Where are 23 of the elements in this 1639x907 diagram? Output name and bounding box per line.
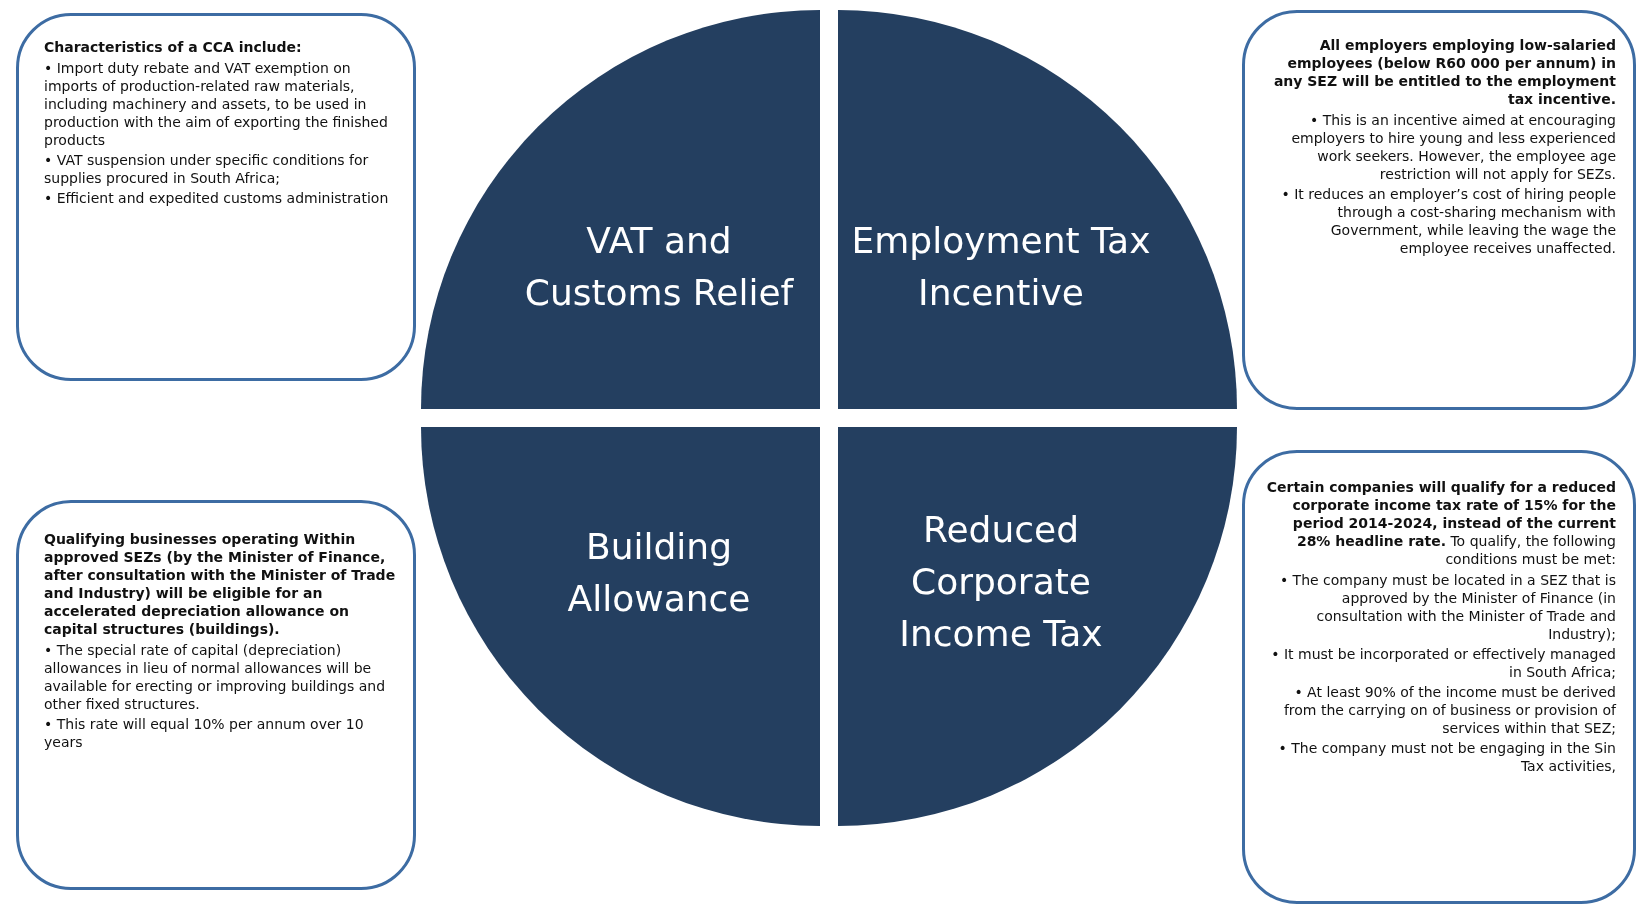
bullet-text: • VAT suspension under specific conditions for supplies procured in South Africa; [44, 151, 370, 187]
heading-text: Characteristics of a CCA include: [44, 38, 303, 56]
rounded-card [1242, 10, 1636, 410]
heading-text: All employers employing low-salaried employees (below R60 000 per annum) in any SEZ will be entitled to the employment tax incentive. [1272, 36, 1616, 108]
bullet-text: • This is an incentive aimed at encouraging employers to hire young and less experienced work seekers. However, the employee age restriction will not apply for SEZs. [1290, 111, 1616, 183]
rounded-card [16, 500, 416, 890]
quadrant-title: VAT and Customs Relief [523, 219, 795, 315]
quadrant-title: Building Allowance [566, 525, 752, 621]
heading-text: Qualifying businesses operating Within approved SEZs (by the Minister of Finance, after consultation with the Minister of Trade and Industry) will be eligible for an accelerated depreciation allowance on capital structures (buildings). [44, 530, 397, 638]
rounded-card [16, 13, 416, 381]
bullet-text: • It reduces an employer’s cost of hiring people through a cost-sharing mechanism with Government, while leaving the wage the employee receives unaffected. [1280, 185, 1616, 257]
bullet-text: • The company must not be engaging in the Sin Tax activities, [1277, 739, 1616, 775]
bullet-text: • The special rate of capital (depreciation) allowances in lieu of normal allowances will be available for erecting or improving buildings and other fixed structures. [44, 641, 387, 713]
quadrant-title: Employment Tax Incentive [850, 219, 1152, 315]
bullet-text: • It must be incorporated or effectively managed in South Africa; [1270, 645, 1616, 681]
bullet-text: • Import duty rebate and VAT exemption on imports of production-related raw materials, including machinery and assets, to be used in production with the aim of exporting the finished products [44, 59, 389, 149]
quadrant-title: Reduced Corporate Income Tax [898, 508, 1104, 656]
bullet-text: • This rate will equal 10% per annum over 10 years [44, 715, 365, 751]
bullet-text: • Efficient and expedited customs administration [44, 189, 390, 207]
heading-text: Certain companies will qualify for a reduced corporate income tax rate of 15% for the period 2014-2024, instead of the current 28% headline rate. To qualify, the following conditions must be met: [1265, 478, 1616, 568]
bullet-text: • At least 90% of the income must be derived from the carrying on of business or provision of services within that SEZ; [1282, 683, 1616, 737]
bullet-text: • The company must be located in a SEZ that is approved by the Minister of Finance (in consultation with the Minister of Trade and Industry); [1278, 571, 1616, 643]
rounded-card [1242, 450, 1636, 904]
